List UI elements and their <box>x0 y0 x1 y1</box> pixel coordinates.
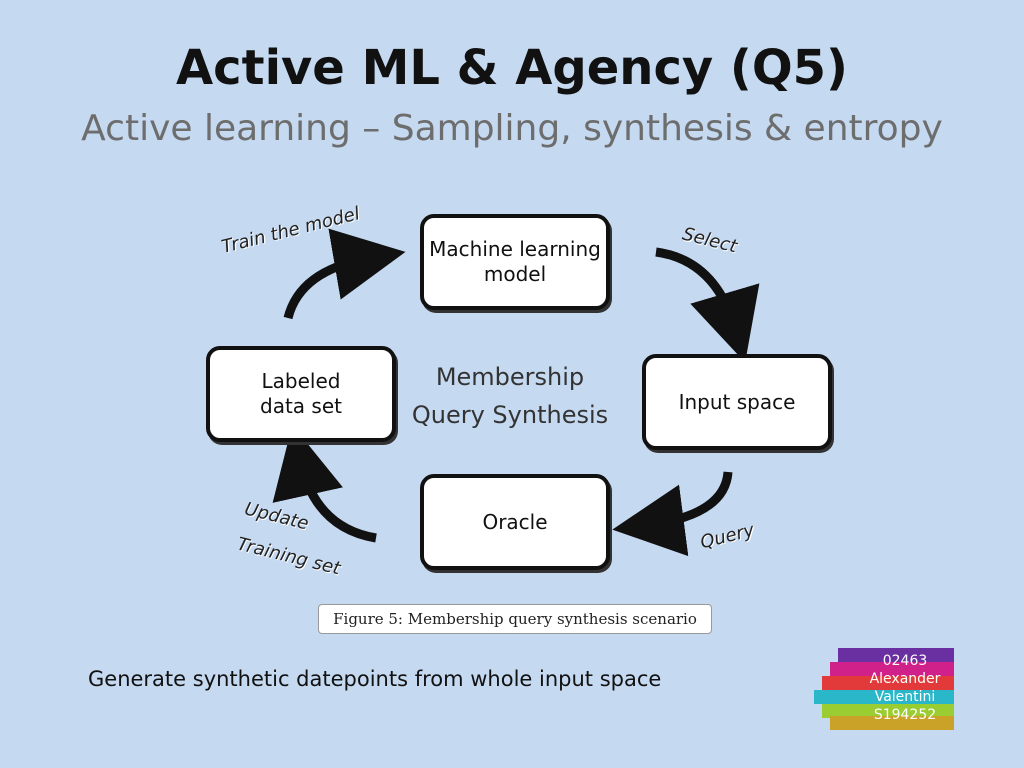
badge-stripe <box>822 704 954 718</box>
active-learning-cycle-diagram: Machine learning model Input space Oracl… <box>180 190 860 590</box>
badge-stripe <box>830 716 954 730</box>
badge-last-name: Valentini <box>874 689 936 705</box>
body-text: Generate synthetic datepoints from whole… <box>88 667 662 691</box>
cycle-arrows <box>272 228 760 557</box>
update-arrow <box>272 424 377 543</box>
badge-student-id: S194252 <box>873 707 937 723</box>
oracle-node: Oracle <box>420 474 610 570</box>
labeled-data-node: Labeled data set <box>206 346 396 442</box>
input-space-node: Input space <box>642 354 832 450</box>
badge-stripe <box>822 676 954 690</box>
figure-caption: Figure 5: Membership query synthesis sce… <box>318 604 712 634</box>
select-arrow <box>655 247 760 363</box>
badge-stripe <box>838 648 954 662</box>
slide-subtitle: Active learning – Sampling, synthesis & … <box>81 108 943 149</box>
badge-stripe <box>830 662 954 676</box>
badge-stripe <box>814 690 954 704</box>
query-arrow <box>612 471 733 557</box>
course-badge: 02463 Alexander Valentini S194252 <box>808 640 958 730</box>
badge-course-code: 02463 <box>882 653 928 669</box>
train-arrow <box>283 228 406 320</box>
badge-text: 02463 Alexander Valentini S194252 <box>860 652 950 724</box>
membership-query-synthesis-label: Membership Query Synthesis <box>411 363 609 430</box>
badge-first-name: Alexander <box>869 671 941 687</box>
slide-title: Active ML & Agency (Q5) <box>176 40 848 96</box>
ml-model-node: Machine learning model <box>420 214 610 310</box>
